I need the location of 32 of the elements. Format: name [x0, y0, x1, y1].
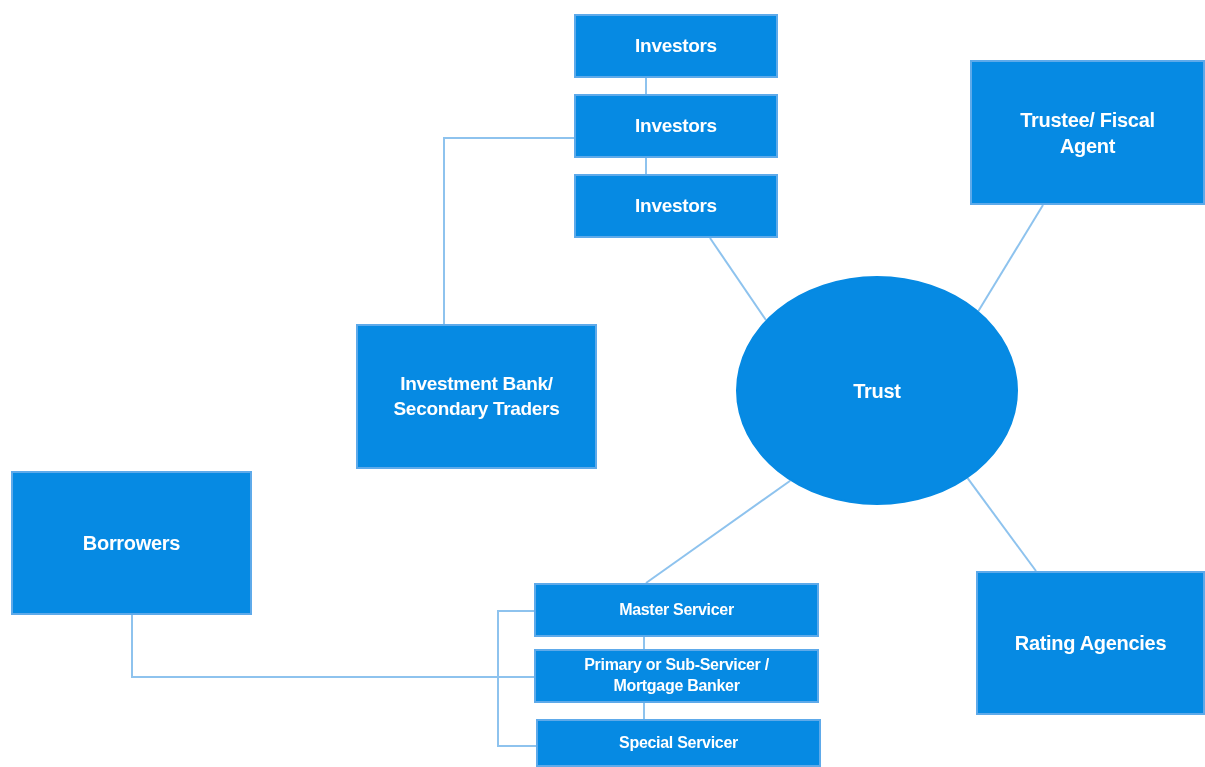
connector-line — [966, 477, 1037, 572]
entity-box — [976, 571, 1205, 715]
entity-box — [534, 583, 819, 637]
box-label: Investors — [634, 113, 718, 138]
box-label: Trust — [852, 378, 902, 404]
entity-box — [534, 649, 819, 703]
connector-line — [643, 636, 645, 650]
entity-box — [574, 14, 778, 78]
connector-line — [643, 702, 645, 720]
connector-line — [497, 610, 537, 747]
entity-box — [574, 94, 778, 158]
connector-line — [645, 77, 647, 95]
entity-box — [11, 471, 252, 615]
entity-box — [536, 719, 821, 767]
box-label: Investment Bank/ Secondary Traders — [392, 371, 561, 421]
connector-line — [131, 614, 535, 678]
box-label: Primary or Sub-Servicer / Mortgage Banker — [583, 655, 770, 696]
connector-line — [645, 479, 792, 584]
box-label: Trustee/ Fiscal Agent — [1019, 107, 1156, 159]
box-label: Master Servicer — [618, 599, 735, 620]
connector-line — [977, 204, 1044, 312]
entity-box — [574, 174, 778, 238]
connector-line — [709, 237, 767, 321]
entity-box — [970, 60, 1205, 205]
box-label: Investors — [634, 33, 718, 58]
box-label: Borrowers — [81, 531, 182, 556]
box-label: Investors — [634, 193, 718, 218]
connector-line — [645, 157, 647, 175]
box-label: Rating Agencies — [1013, 631, 1168, 656]
box-label: Special Servicer — [618, 732, 739, 753]
entity-box — [356, 324, 597, 469]
connector-line — [443, 137, 575, 325]
